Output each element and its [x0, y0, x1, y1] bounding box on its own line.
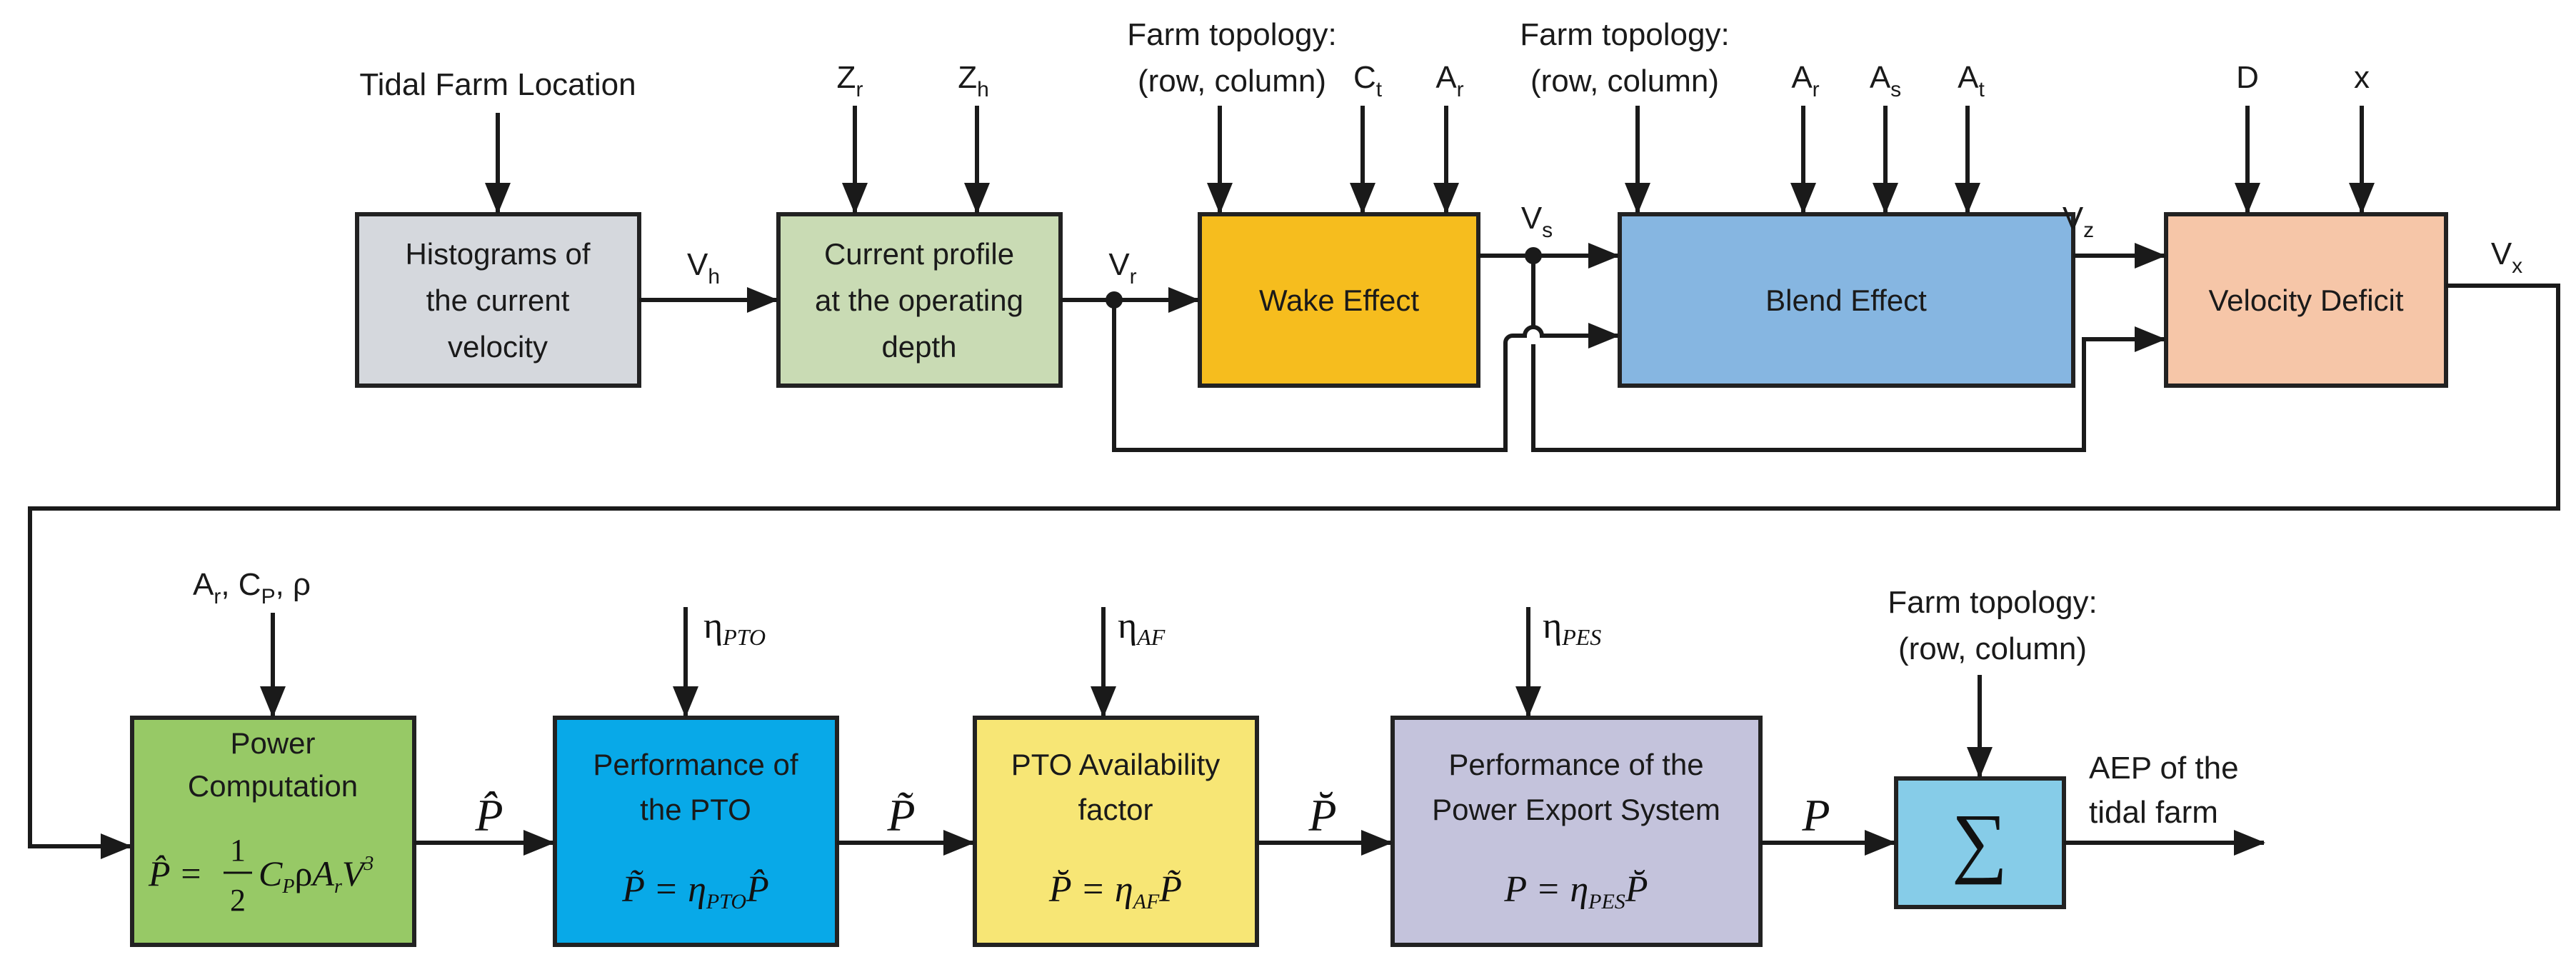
performance-pes-label-line-2: Power Export System: [1432, 793, 1720, 826]
power-computation-label-line-1: Power: [230, 726, 315, 760]
p-tilde-label: P̃: [886, 790, 915, 841]
performance-pto-label-line-1: Performance of: [593, 748, 798, 781]
pto-availability-label-line-2: factor: [1078, 793, 1153, 826]
farm-topology-1-line-1: Farm topology:: [1127, 17, 1336, 52]
at-label: At: [1958, 60, 1985, 101]
p-label: P: [1801, 790, 1830, 841]
zr-label: Zr: [837, 60, 863, 101]
as-label: As: [1870, 60, 1901, 101]
sum-symbol: ∑: [1952, 798, 2008, 885]
vr-label: Vr: [1108, 247, 1136, 289]
vz-label: Vz: [2063, 201, 2094, 242]
power-eq-half-num: 1: [230, 833, 246, 868]
power-eq-lhs: P̂ =: [148, 853, 203, 893]
power-computation-label-line-2: Computation: [188, 769, 358, 803]
ar-1-label: Ar: [1435, 60, 1463, 101]
histograms-label-line-3: velocity: [448, 330, 548, 364]
blend-effect-block: Blend Effect: [1618, 212, 2075, 388]
zh-label: Zh: [958, 60, 989, 101]
output-label-line-2: tidal farm: [2089, 795, 2218, 830]
pto-equation: P̃ = ηPTOP̂: [621, 868, 769, 913]
ar-2-label: Ar: [1791, 60, 1819, 101]
d-label: D: [2236, 60, 2259, 95]
histograms-block: Histograms of the current velocity: [355, 212, 641, 388]
ct-label: Ct: [1353, 60, 1383, 101]
power-params-label: Ar, CP, ρ: [193, 567, 311, 608]
current-profile-label-line-2: at the operating: [815, 284, 1023, 317]
vs-feedback-line: [1531, 256, 2165, 452]
vh-label: Vh: [687, 247, 720, 289]
af-equation: P̆ = ηAFP̃: [1048, 869, 1182, 913]
performance-pto-block: Performance of the PTO P̃ = ηPTOP̂: [553, 716, 839, 947]
sum-block: ∑: [1894, 776, 2066, 909]
current-profile-block: Current profile at the operating depth: [776, 212, 1063, 388]
performance-pto-label-line-2: the PTO: [640, 793, 751, 826]
output-label-line-1: AEP of the: [2089, 751, 2239, 786]
farm-topology-3-line-2: (row, column): [1898, 631, 2087, 666]
eta-pto-label: ηPTO: [703, 606, 766, 650]
velocity-deficit-label: Velocity Deficit: [2208, 284, 2403, 317]
power-computation-block: Power Computation P̂ = 1 2 CPρArV3: [130, 716, 416, 947]
vs-label: Vs: [1521, 201, 1553, 242]
current-profile-label-line-3: depth: [881, 330, 956, 364]
blend-effect-label: Blend Effect: [1765, 284, 1927, 317]
performance-pes-block: Performance of the Power Export System P…: [1390, 716, 1763, 947]
farm-topology-2-line-1: Farm topology:: [1520, 17, 1729, 52]
tidal-farm-location-label: Tidal Farm Location: [359, 67, 636, 102]
wake-effect-label: Wake Effect: [1259, 284, 1419, 317]
velocity-deficit-block: Velocity Deficit: [2164, 212, 2448, 388]
power-eq-half-den: 2: [230, 883, 246, 918]
eta-af-label: ηAF: [1118, 606, 1166, 650]
vx-connector: [28, 284, 2560, 859]
farm-topology-3-line-1: Farm topology:: [1888, 585, 2097, 620]
farm-topology-2-line-2: (row, column): [1530, 64, 1719, 99]
pto-availability-label-line-1: PTO Availability: [1011, 748, 1221, 781]
vx-label: Vx: [2491, 236, 2522, 278]
histograms-label-line-2: the current: [426, 284, 570, 317]
performance-pes-label-line-1: Performance of the: [1448, 748, 1703, 781]
current-profile-label-line-1: Current profile: [824, 237, 1014, 271]
wake-effect-block: Wake Effect: [1198, 212, 1480, 388]
vr-feedback-line: [1112, 300, 1620, 452]
histograms-label-line-1: Histograms of: [405, 237, 590, 271]
farm-topology-1-line-2: (row, column): [1138, 64, 1326, 99]
x-label: x: [2354, 60, 2370, 95]
eta-pes-label: ηPES: [1543, 606, 1601, 650]
pto-availability-block: PTO Availability factor P̆ = ηAFP̃: [973, 716, 1259, 947]
pes-equation: P = ηPESP̆: [1503, 869, 1648, 913]
p-breve-label: P̆: [1308, 790, 1336, 841]
p-hat-label: P̂: [474, 790, 503, 841]
power-eq-rhs: CPρArV3: [259, 853, 374, 898]
